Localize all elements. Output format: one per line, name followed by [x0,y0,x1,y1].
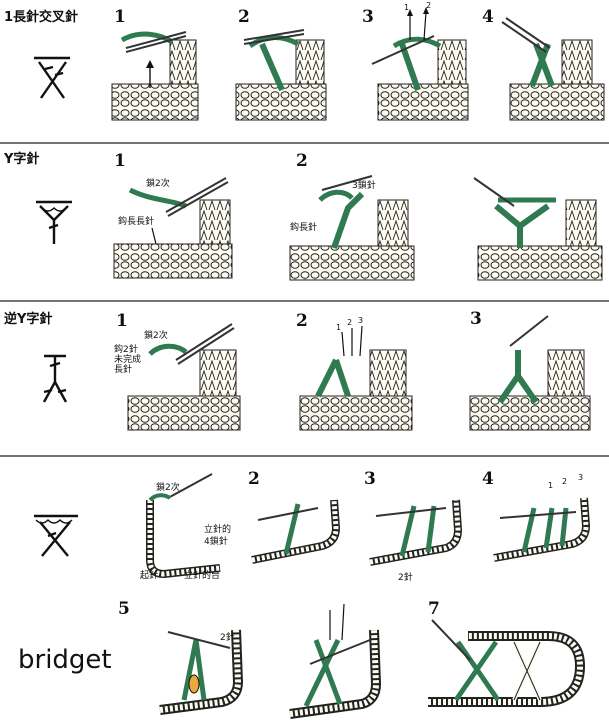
step-illustration [501,17,605,121]
annotation: 4鎖針 [204,535,228,547]
step-number: 2 [296,151,308,171]
arrow-label: 1 [336,323,341,332]
crossed-y-stitch-symbol [34,514,78,557]
inverted-y-stitch-symbol [42,354,68,403]
y-stitch-symbol [36,200,72,244]
step-number: 2 [248,469,260,489]
step-number: 3 [470,309,482,329]
annotation: 鎖2次 [144,329,168,341]
step-illustration: 鎖2次 立針的 4鎖針 起針 立針的台 [140,473,231,581]
step-number: 1 [116,311,128,331]
annotation: 鎖2次 [146,177,170,189]
step-illustration: 鎖2次 鈎長長針 [113,177,233,279]
annotation: 2針 [220,631,235,643]
cross-stitch-symbol [34,56,70,99]
step-illustration [235,29,327,121]
annotation: 立針的台 [184,569,220,581]
arrow-label: 3 [358,316,363,325]
arrow-label: 2 [562,477,567,486]
step-illustration [428,619,586,707]
step-number: 1 [114,7,126,27]
section-1-title: 1長針交叉針 [4,9,78,25]
annotation: 鎖2次 [156,481,180,493]
section-2-title: Y字針 [3,151,39,167]
arrow-label: 2 [426,1,431,10]
signature: bridget [18,645,112,675]
arrow-label: 1 [548,481,553,490]
step-number: 2 [238,7,250,27]
arrow-label: 1 [404,3,409,12]
step-illustration: 2針 [369,499,463,583]
step-illustration: 1 2 3 [299,316,413,431]
annotation: 未完成 [114,353,141,365]
step-illustration [473,177,603,281]
arrow-label: 2 [347,318,352,327]
step-number: 3 [362,7,374,27]
step-illustration [251,499,341,564]
step-number: 3 [364,469,376,489]
step-illustration: 鎖2次 鈎2針 未完成 長針 [114,323,241,431]
step-number: 4 [482,469,494,489]
step-illustration: 3鎖針 鈎長針 [289,175,415,281]
step-number: 2 [296,311,308,331]
arrow-label: 3 [578,473,583,482]
section-3-title: 逆Y字針 [4,311,52,327]
step-illustration: 2針 [159,629,244,715]
annotation: 鈎2針 [114,343,138,355]
step-number: 7 [428,599,440,619]
step-number: 5 [118,599,130,619]
annotation: 3鎖針 [352,179,376,191]
step-number: 4 [482,7,494,27]
annotation: 起針 [140,569,158,581]
step-illustration [289,603,382,719]
step-number: 1 [114,151,126,171]
annotation: 立針的 [204,523,231,535]
step-illustration: 1 2 [371,1,469,121]
annotation: 長針 [114,363,132,375]
annotation: 鈎長針 [290,221,317,233]
annotation: 鈎長長針 [118,215,154,227]
step-illustration [469,315,591,431]
step-illustration [111,31,199,121]
annotation: 2針 [398,571,413,583]
step-illustration: 1 2 3 [493,473,591,562]
